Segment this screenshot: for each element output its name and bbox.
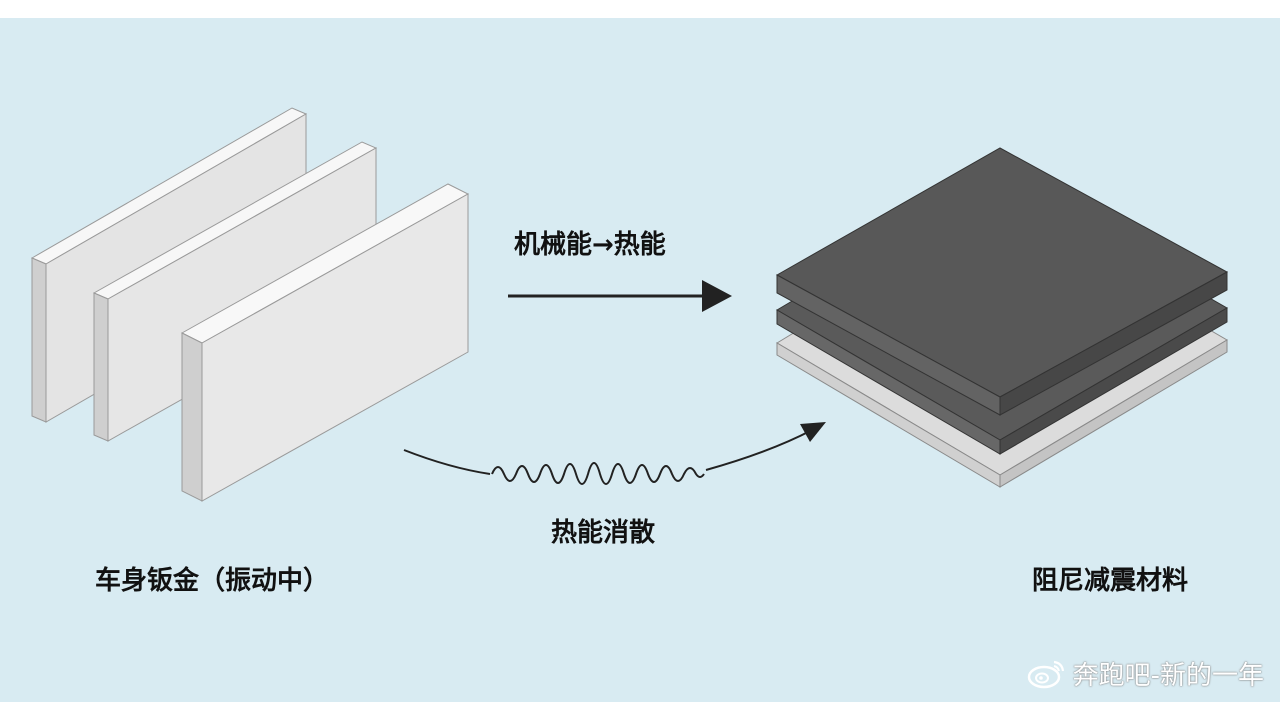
damping-material-label: 阻尼减震材料 bbox=[1032, 566, 1189, 596]
sheet-panel-front bbox=[180, 183, 470, 502]
diagram-graphics bbox=[30, 107, 1229, 502]
watermark: 奔跑吧-新的一年 bbox=[1027, 654, 1264, 692]
weibo-icon bbox=[1027, 660, 1064, 689]
diagram-canvas bbox=[0, 18, 1280, 702]
damping-layer-top bbox=[775, 147, 1229, 416]
heat-wave bbox=[491, 462, 705, 485]
heat-dissipation-label: 热能消散 bbox=[551, 518, 656, 548]
watermark-text: 奔跑吧-新的一年 bbox=[1072, 660, 1264, 691]
heat-dissipation-arrow bbox=[705, 429, 813, 471]
vibrating-sheet-label: 车身钣金（振动中） bbox=[95, 566, 330, 596]
energy-conversion-label: 机械能→热能 bbox=[514, 230, 666, 260]
heat-dissipation-arrowhead bbox=[800, 422, 826, 442]
energy-conversion-arrowhead bbox=[702, 280, 732, 312]
heat-dissipation-curve bbox=[403, 449, 491, 475]
